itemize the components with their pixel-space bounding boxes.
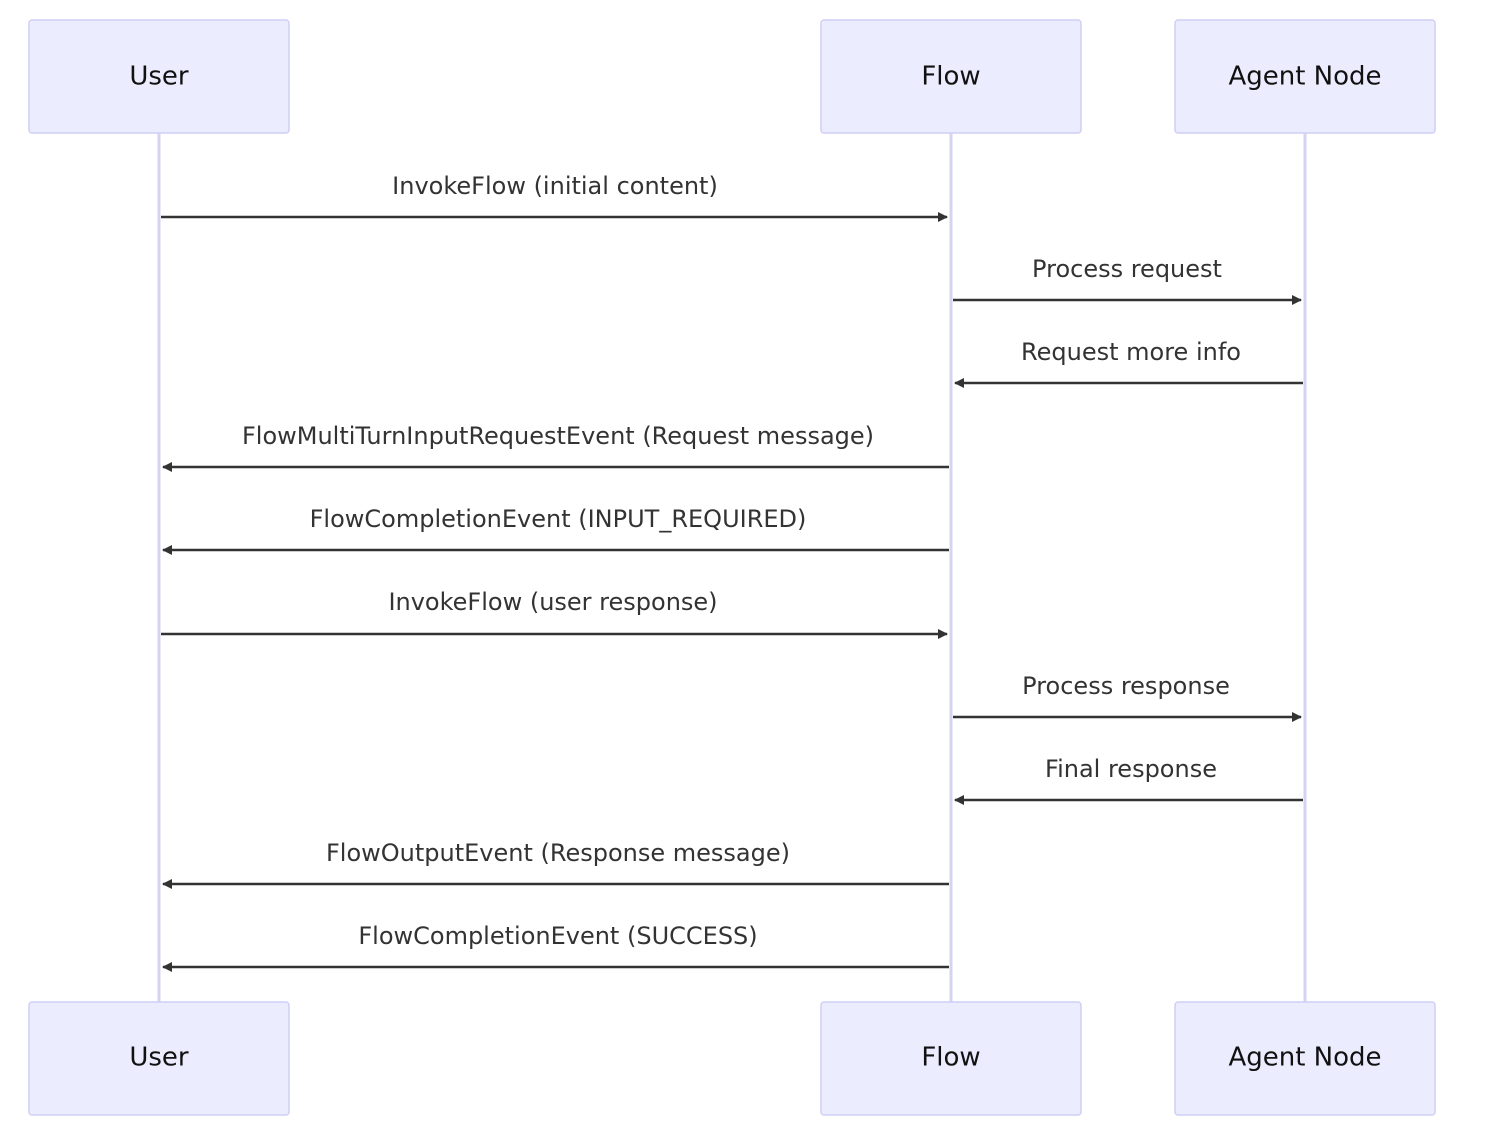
- message-9: FlowOutputEvent (Response message): [162, 839, 949, 889]
- actor-user-bottom: User: [28, 1001, 290, 1116]
- message-label: FlowCompletionEvent (INPUT_REQUIRED): [310, 505, 807, 533]
- message-label: Final response: [1045, 755, 1217, 783]
- message-label: InvokeFlow (initial content): [392, 172, 718, 200]
- actor-label: Flow: [921, 62, 980, 92]
- actor-box: [1174, 19, 1436, 134]
- message-8: Final response: [954, 755, 1303, 805]
- message-5: FlowCompletionEvent (INPUT_REQUIRED): [162, 505, 949, 555]
- actor-agent-node-bottom: Agent Node: [1174, 1001, 1436, 1116]
- message-label: FlowOutputEvent (Response message): [326, 839, 790, 867]
- message-10: FlowCompletionEvent (SUCCESS): [162, 922, 949, 972]
- actor-label: User: [129, 62, 189, 92]
- message-2: Process request: [953, 255, 1302, 305]
- actor-label: User: [129, 1043, 189, 1073]
- message-3: Request more info: [954, 338, 1303, 388]
- actor-box: [1174, 1001, 1436, 1116]
- message-6: InvokeFlow (user response): [161, 588, 948, 639]
- actor-box: [820, 1001, 1082, 1116]
- actor-user-top: User: [28, 19, 290, 134]
- actor-flow-bottom: Flow: [820, 1001, 1082, 1116]
- message-1: InvokeFlow (initial content): [161, 172, 948, 222]
- actor-box: [28, 1001, 290, 1116]
- actor-label: Agent Node: [1228, 1043, 1381, 1073]
- message-label: Process response: [1022, 672, 1230, 700]
- message-label: FlowMultiTurnInputRequestEvent (Request …: [242, 422, 874, 450]
- lifelines: [157, 133, 1307, 1002]
- actor-label: Agent Node: [1228, 62, 1381, 92]
- message-label: Request more info: [1021, 338, 1241, 366]
- actor-box: [820, 19, 1082, 134]
- message-label: Process request: [1032, 255, 1222, 283]
- message-label: FlowCompletionEvent (SUCCESS): [358, 922, 757, 950]
- actor-flow-top: Flow: [820, 19, 1082, 134]
- actor-label: Flow: [921, 1043, 980, 1073]
- actor-agent-node-top: Agent Node: [1174, 19, 1436, 134]
- message-4: FlowMultiTurnInputRequestEvent (Request …: [162, 422, 949, 472]
- message-7: Process response: [953, 672, 1302, 722]
- message-label: InvokeFlow (user response): [388, 588, 717, 616]
- actor-box: [28, 19, 290, 134]
